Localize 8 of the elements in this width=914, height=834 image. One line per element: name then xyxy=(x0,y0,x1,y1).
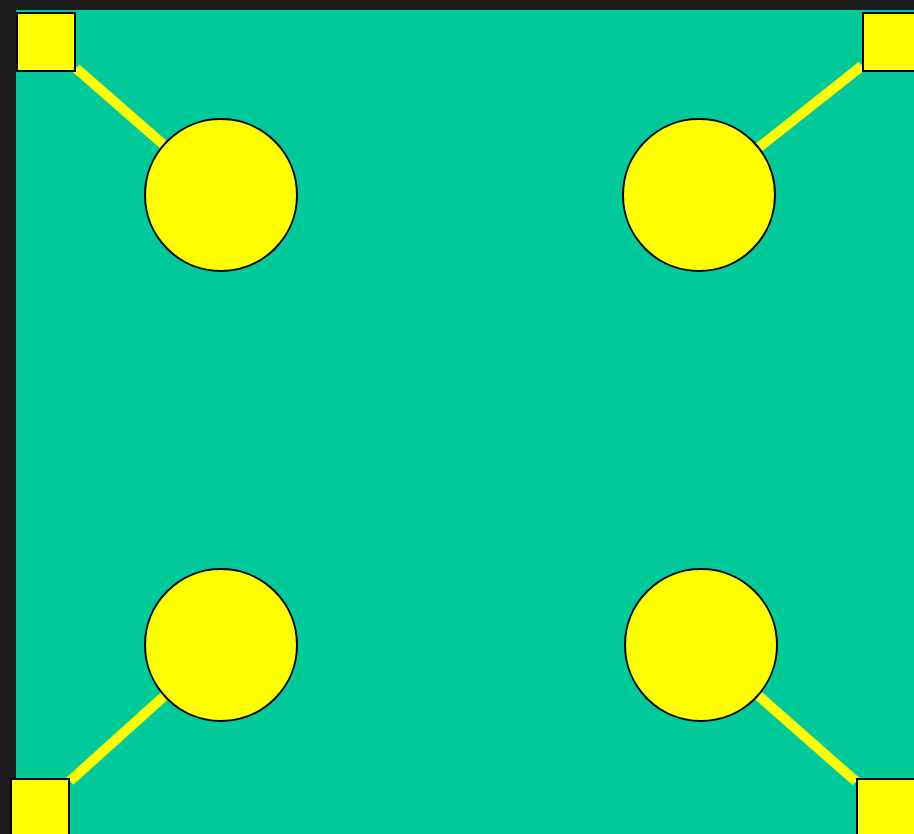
connector-line xyxy=(72,64,167,149)
square-shape xyxy=(10,778,70,834)
connector-line xyxy=(756,61,866,152)
square-shape xyxy=(856,778,914,834)
connector-line xyxy=(755,692,860,786)
connector-line xyxy=(66,692,168,785)
square-shape xyxy=(16,12,76,72)
square-shape xyxy=(862,12,914,72)
